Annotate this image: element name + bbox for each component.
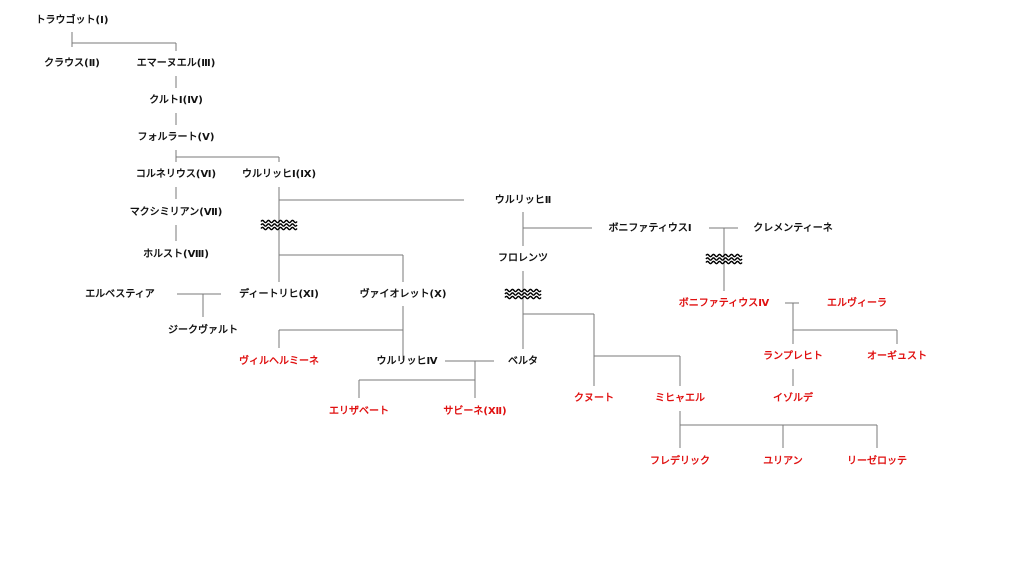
person-label: ヴァイオレット(Ⅹ) — [360, 287, 447, 300]
person-label: クレメンティーネ — [753, 222, 832, 234]
wave-marker — [705, 257, 743, 261]
person-label: エリザベート — [329, 405, 389, 417]
person-label: イゾルデ — [773, 391, 814, 404]
person-label: フロレンツ — [498, 252, 548, 264]
person-label: ヴィルヘルミーネ — [239, 354, 319, 367]
person-label: ボニファティウスⅣ — [679, 296, 769, 309]
person-label: ウルリッヒⅡ — [495, 194, 552, 206]
person-label: クルトⅠ(Ⅳ) — [149, 94, 203, 106]
person-label: ランプレヒト — [763, 349, 823, 362]
wave-marker — [504, 288, 542, 293]
wave-marker — [504, 292, 542, 296]
person-label: コルネリウス(Ⅵ) — [136, 168, 216, 180]
person-label: オーギュスト — [867, 349, 927, 362]
person-label: ジークヴァルト — [168, 323, 238, 336]
person-label: クラウス(Ⅱ) — [44, 57, 100, 69]
wave-marker — [260, 226, 298, 231]
person-label: マクシミリアン(Ⅶ) — [130, 206, 223, 218]
person-label: エマーヌエル(Ⅲ) — [137, 57, 216, 69]
wave-marker — [260, 223, 298, 227]
wave-marker — [705, 253, 743, 258]
person-label: ウルリッヒⅠ(Ⅸ) — [242, 168, 316, 180]
person-label: エルベスティア — [85, 288, 155, 300]
person-label: リーゼロッテ — [847, 454, 907, 467]
person-label: ミヒャエル — [655, 392, 705, 404]
person-label: ベルタ — [508, 355, 538, 367]
wave-marker — [504, 295, 542, 300]
person-label: クヌート — [574, 392, 614, 404]
person-labels: トラウゴット(Ⅰ) クラウス(Ⅱ) エマーヌエル(Ⅲ) クルトⅠ(Ⅳ) フォルラート(Ⅴ… — [36, 13, 927, 467]
person-label: サビーネ(Ⅻ) — [443, 404, 506, 417]
person-label: ディートリヒ(Ⅺ) — [239, 287, 319, 300]
person-label: フォルラート(Ⅴ) — [138, 131, 215, 143]
person-label: フレデリック — [650, 454, 710, 467]
person-label: エルヴィーラ — [827, 296, 887, 309]
wave-marker — [705, 260, 743, 265]
connector-lines — [71, 32, 898, 448]
person-label: ユリアン — [763, 455, 803, 467]
wave-markers — [260, 219, 743, 300]
person-label: ボニファティウスⅠ — [608, 221, 691, 234]
wave-marker — [260, 219, 298, 224]
person-label: トラウゴット(Ⅰ) — [36, 13, 109, 26]
person-label: ウルリッヒⅣ — [377, 355, 438, 367]
person-label: ホルスト(Ⅷ) — [143, 248, 209, 260]
